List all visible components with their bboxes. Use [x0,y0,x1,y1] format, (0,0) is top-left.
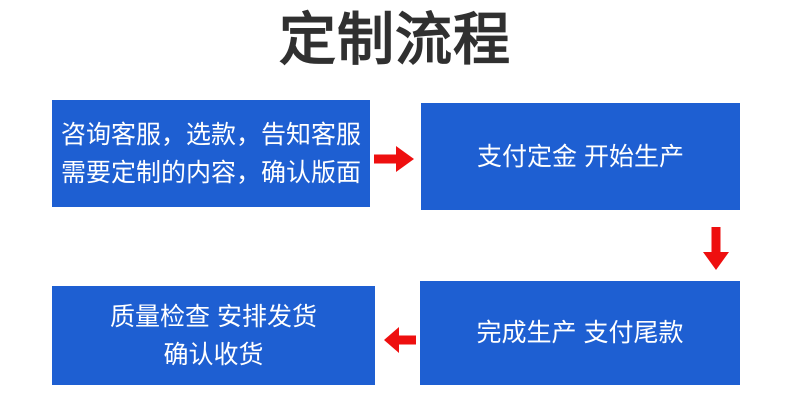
flow-step-consult: 咨询客服，选款，告知客服 需要定制的内容，确认版面 [52,100,370,207]
flow-step-balance-line1: 完成生产 支付尾款 [476,319,684,347]
flow-step-balance: 完成生产 支付尾款 [420,281,740,385]
flow-step-delivery-line1: 质量检查 安排发货 [110,302,317,331]
flow-step-deposit-line1: 支付定金 开始生产 [477,142,684,171]
flow-step-delivery-line2: 确认收货 [163,340,264,369]
flow-step-consult-line1: 咨询客服，选款，告知客服 [60,120,361,149]
page-title: 定制流程 [279,8,511,72]
arrow-left-icon [384,327,416,353]
flow-step-delivery: 质量检查 安排发货 确认收货 [52,286,375,385]
arrow-right-icon [374,146,414,172]
flow-step-deposit: 支付定金 开始生产 [421,103,740,210]
flow-step-consult-line2: 需要定制的内容，确认版面 [60,158,361,187]
arrow-down-icon [703,227,729,270]
